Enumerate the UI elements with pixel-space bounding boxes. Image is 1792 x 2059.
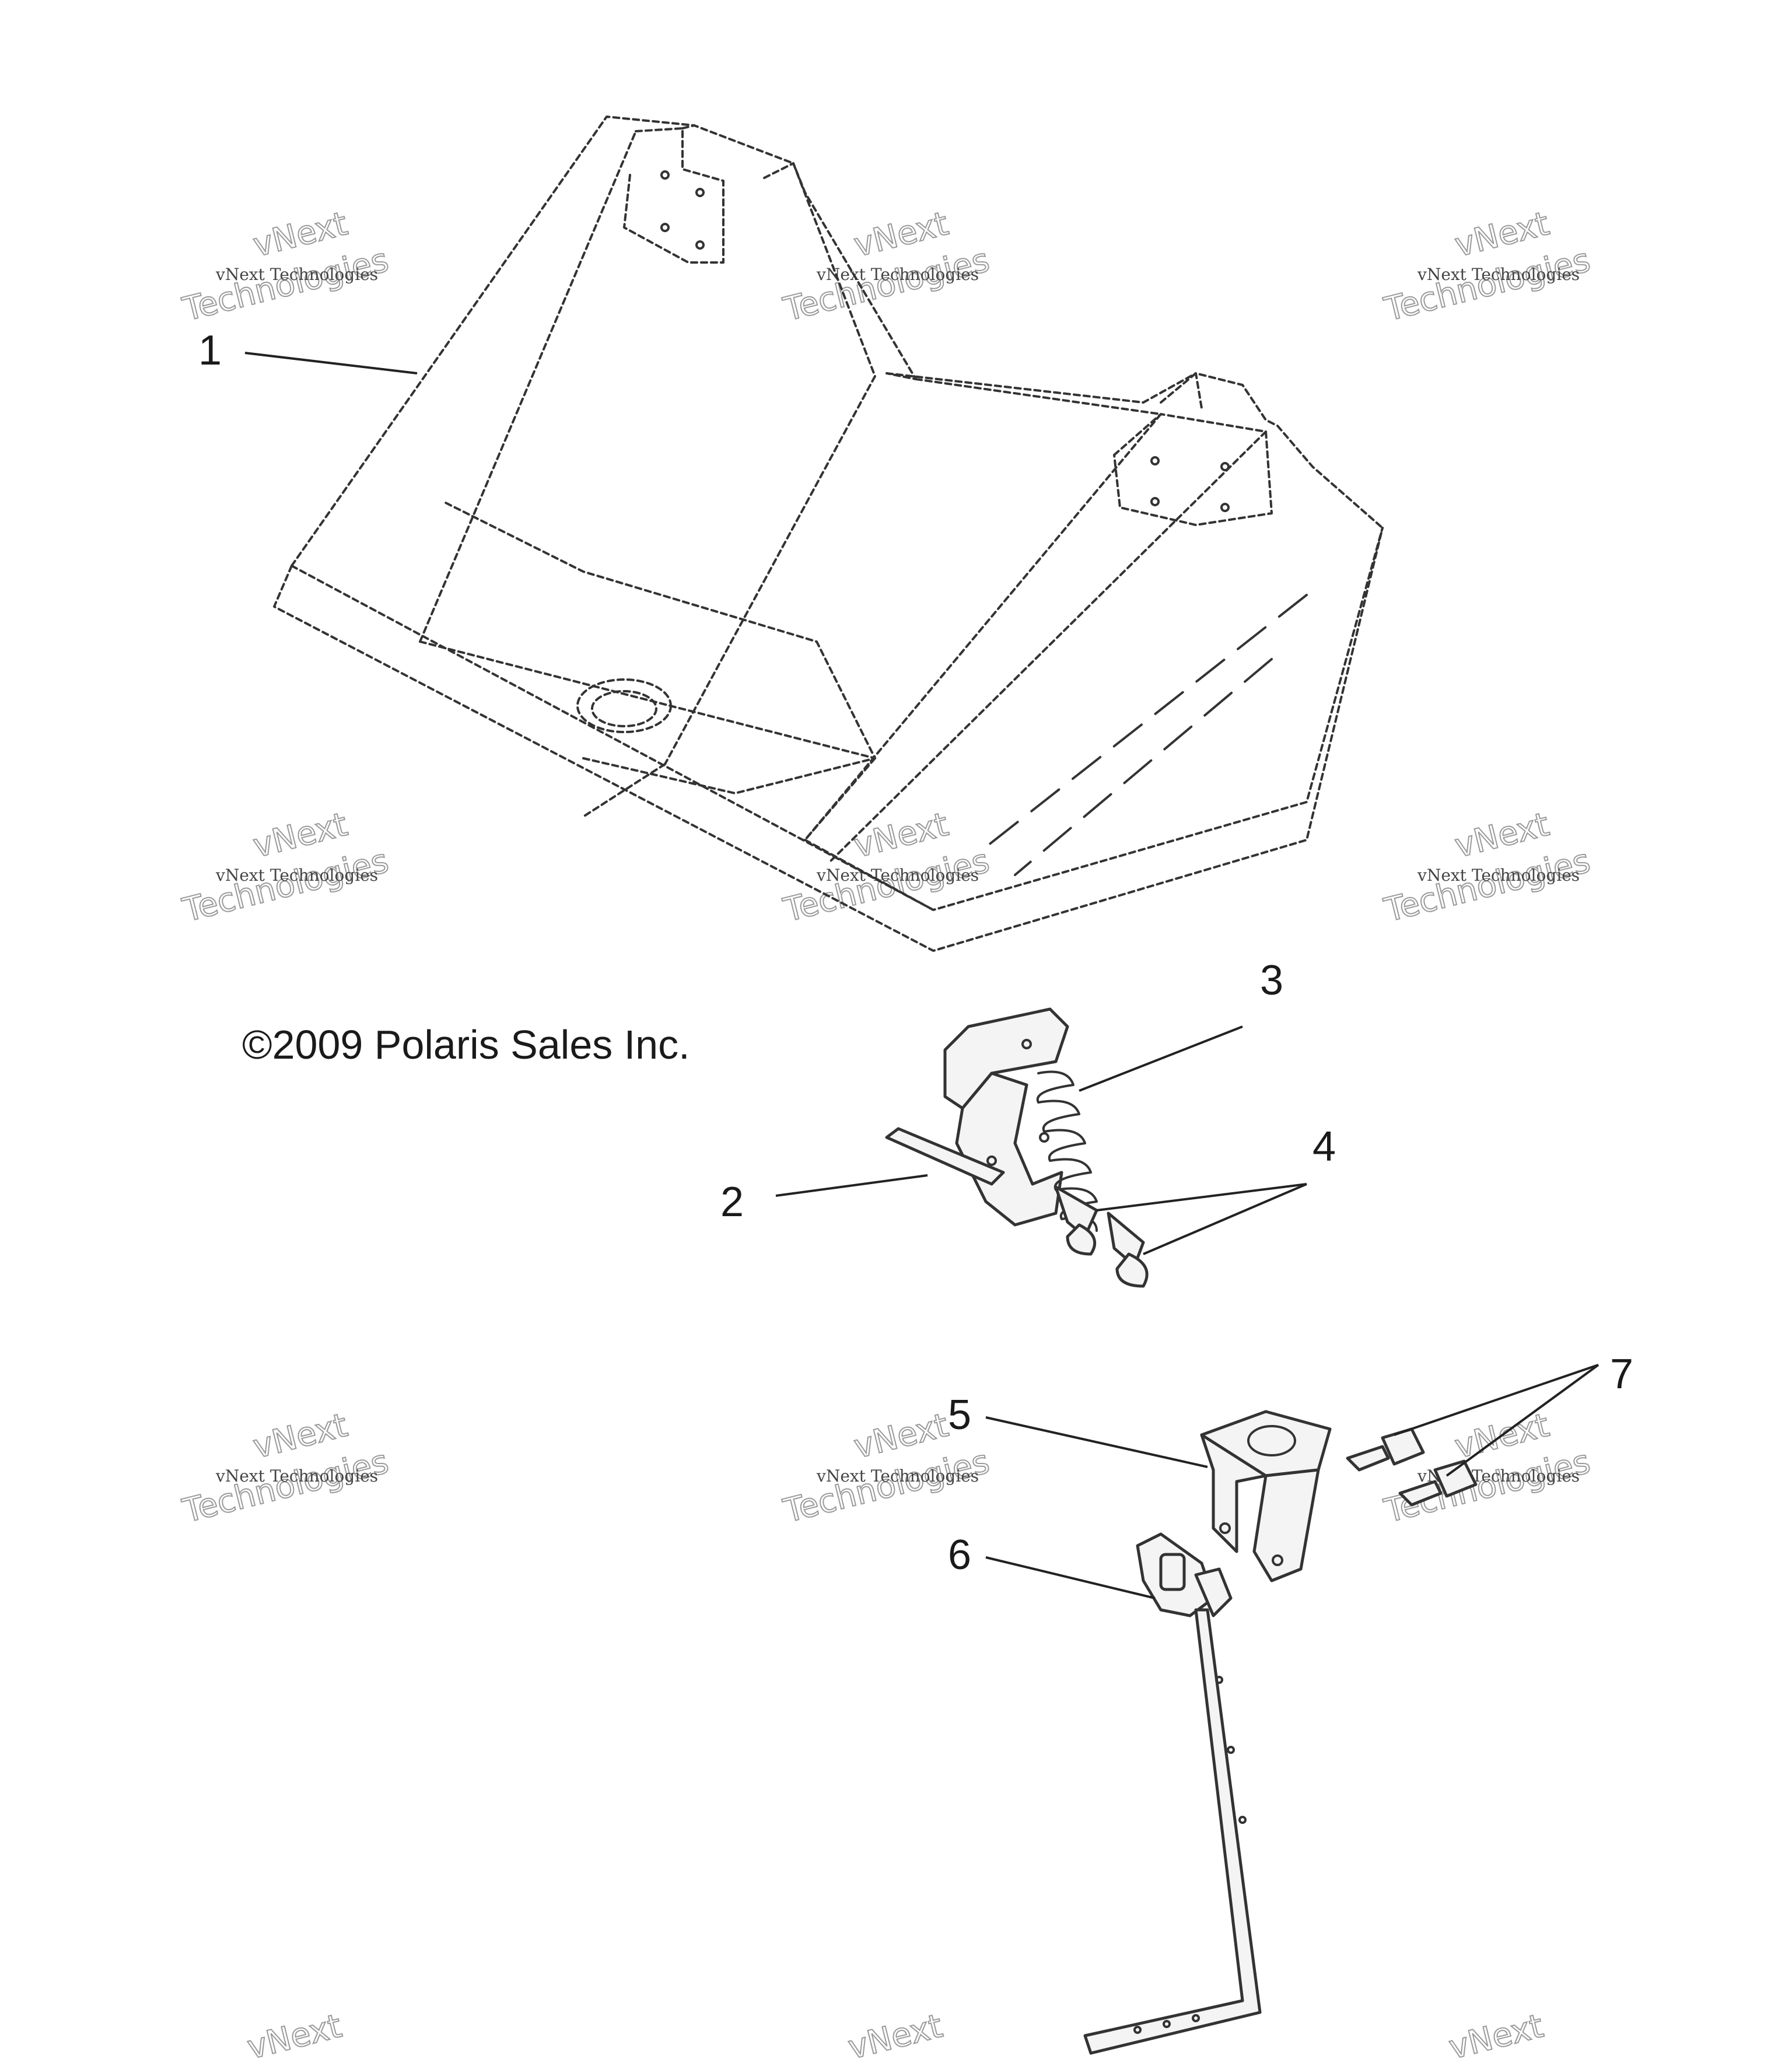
latch-hook [885, 1007, 1069, 1227]
callout-3: 3 [1260, 957, 1283, 1004]
svg-text:vNext Technologies: vNext Technologies [1417, 866, 1580, 885]
svg-text:vNext: vNext [1446, 2007, 1547, 2059]
callout-4: 4 [1312, 1123, 1336, 1170]
bracket [1200, 1410, 1332, 1582]
screw-2 [1107, 1211, 1149, 1288]
screw-1 [1054, 1185, 1098, 1256]
callout-1: 1 [198, 327, 222, 374]
leader-6 [985, 1556, 1156, 1599]
svg-text:vNext Technologies: vNext Technologies [215, 265, 378, 284]
svg-text:vNext Technologies: vNext Technologies [816, 1466, 979, 1486]
copyright-notice: ©2009 Polaris Sales Inc. [242, 1022, 690, 1067]
leader-7a [1394, 1364, 1599, 1436]
callout-6: 6 [948, 1532, 971, 1578]
watermark-top-center: vNext Technologies vNext Technologies [779, 204, 994, 330]
leader-5 [985, 1416, 1208, 1468]
svg-text:vNext: vNext [244, 2007, 345, 2059]
svg-text:vNext Technologies: vNext Technologies [215, 1466, 378, 1486]
watermark-mid-right: vNext Technologies vNext Technologies [1380, 805, 1595, 930]
watermark-mid-center: vNext Technologies vNext Technologies [779, 805, 994, 930]
svg-text:vNext Technologies: vNext Technologies [215, 866, 378, 885]
leader-7b [1446, 1364, 1600, 1477]
bolt-2 [1398, 1459, 1478, 1507]
leader-4b [1143, 1183, 1307, 1255]
leader-2 [775, 1174, 928, 1197]
latch-assembly [1083, 1532, 1262, 2055]
watermark-mid-left: vNext Technologies vNext Technologies [178, 805, 393, 930]
svg-text:vNext Technologies: vNext Technologies [816, 265, 979, 284]
watermark-low-right: vNext Technologies vNext Technologies [1380, 1406, 1595, 1531]
callout-2: 2 [720, 1179, 744, 1225]
watermark-bottom-edge: vNext vNext vNext [243, 2007, 1548, 2059]
leader-3 [1079, 1025, 1243, 1092]
bolt-1 [1346, 1427, 1425, 1472]
spring [1036, 1070, 1098, 1232]
watermark-top-right: vNext Technologies vNext Technologies [1380, 204, 1595, 330]
leader-1 [244, 352, 418, 374]
callout-5: 5 [948, 1392, 971, 1438]
svg-text:vNext Technologies: vNext Technologies [1417, 265, 1580, 284]
callout-7: 7 [1610, 1351, 1633, 1398]
watermark-top-left: vNext Technologies vNext Technologies [178, 204, 393, 330]
hood-panel [273, 115, 1384, 952]
svg-text:vNext: vNext [845, 2007, 946, 2059]
watermark-low-left: vNext Technologies vNext Technologies [178, 1406, 393, 1531]
leader-4a [1096, 1183, 1307, 1211]
svg-text:vNext Technologies: vNext Technologies [816, 866, 979, 885]
